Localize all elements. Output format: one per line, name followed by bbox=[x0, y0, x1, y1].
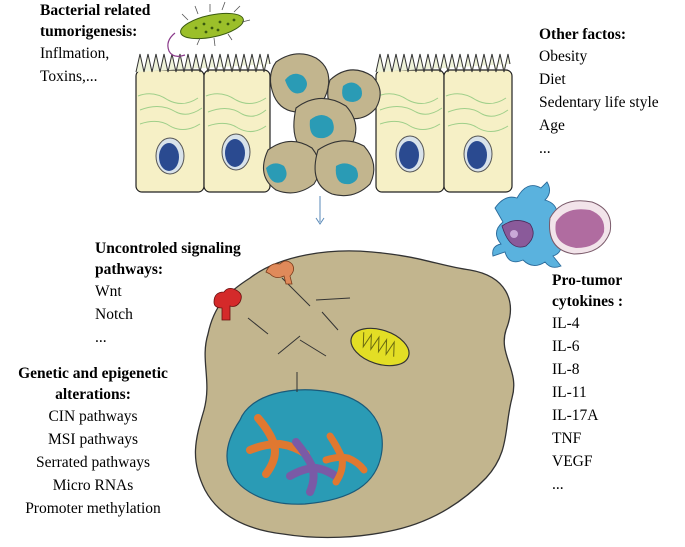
signaling-item: Wnt bbox=[95, 283, 122, 300]
bacterium-icon bbox=[167, 1, 251, 57]
cytokines-block: Pro-tumor cytokines : IL-4 IL-6 IL-8 IL-… bbox=[552, 270, 623, 496]
genetic-title-line-1: Genetic and epigenetic bbox=[18, 365, 168, 382]
signaling-title-line-2: pathways: bbox=[95, 261, 164, 278]
tumor-cell bbox=[269, 53, 330, 113]
epithelium-left bbox=[135, 53, 271, 193]
epithelial-cell bbox=[203, 69, 271, 193]
genetic-item: MSI pathways bbox=[48, 431, 138, 448]
signaling-item: ... bbox=[95, 329, 107, 346]
other-factor-item: Age bbox=[539, 117, 565, 134]
red-blood-cell-icon bbox=[549, 200, 612, 255]
genetic-item: Promoter methylation bbox=[25, 500, 161, 517]
bacterial-item: Inflmation, bbox=[40, 45, 110, 62]
other-factors-block: Other factos: Obesity Diet Sedentary lif… bbox=[539, 24, 659, 160]
other-factor-item: ... bbox=[539, 140, 551, 157]
receptor-icon bbox=[213, 288, 242, 321]
genetic-item: CIN pathways bbox=[48, 408, 138, 425]
signaling-title-line-1: Uncontroled signaling bbox=[95, 240, 241, 257]
bacterial-title-line-2: tumorigenesis: bbox=[40, 23, 138, 40]
other-factor-item: Diet bbox=[539, 71, 566, 88]
tumor-cell bbox=[262, 140, 321, 194]
signaling-item: Notch bbox=[95, 306, 133, 323]
receptor-icon bbox=[265, 260, 294, 285]
other-factor-item: Obesity bbox=[539, 48, 588, 65]
epithelial-cell bbox=[135, 69, 205, 193]
bacterial-title-line-1: Bacterial related bbox=[40, 2, 151, 19]
tumor-cell-large bbox=[194, 250, 515, 539]
genetic-block: Genetic and epigenetic alterations: CIN … bbox=[0, 363, 186, 520]
cytokine-item: IL-6 bbox=[552, 338, 580, 355]
bacterial-block: Bacterial related tumorigenesis: Inflmat… bbox=[40, 0, 150, 88]
cytokine-item: IL-4 bbox=[552, 315, 580, 332]
cytokine-item: IL-17A bbox=[552, 407, 599, 424]
other-factors-title: Other factos: bbox=[539, 26, 627, 43]
mitochondrion-icon bbox=[350, 327, 410, 367]
cytokine-item: ... bbox=[552, 476, 564, 493]
epithelial-cell bbox=[375, 69, 445, 193]
cytokine-item: VEGF bbox=[552, 453, 593, 470]
genetic-item: Serrated pathways bbox=[35, 454, 151, 471]
signaling-block: Uncontroled signaling pathways: Wnt Notc… bbox=[95, 238, 241, 349]
tumor-cell bbox=[314, 140, 375, 197]
microvilli bbox=[375, 53, 511, 73]
immune-cell-icon bbox=[492, 181, 564, 268]
genetic-title-line-2: alterations: bbox=[55, 386, 131, 403]
cytokine-item: IL-11 bbox=[552, 384, 587, 401]
epithelium-right bbox=[375, 53, 513, 193]
epithelial-cell bbox=[443, 69, 513, 193]
chromosome bbox=[286, 438, 342, 496]
cytokines-title-line-2: cytokines : bbox=[552, 293, 624, 310]
cytokine-item: TNF bbox=[552, 430, 582, 447]
cytokine-item: IL-8 bbox=[552, 361, 580, 378]
tumor-cell-cluster bbox=[262, 53, 381, 225]
microvilli bbox=[135, 53, 271, 73]
cytokines-title-line-1: Pro-tumor bbox=[552, 272, 623, 289]
genetic-item: Micro RNAs bbox=[52, 477, 134, 494]
bacterial-item: Toxins,... bbox=[40, 68, 98, 85]
other-factor-item: Sedentary life style bbox=[539, 94, 659, 111]
chromosome bbox=[322, 432, 368, 486]
